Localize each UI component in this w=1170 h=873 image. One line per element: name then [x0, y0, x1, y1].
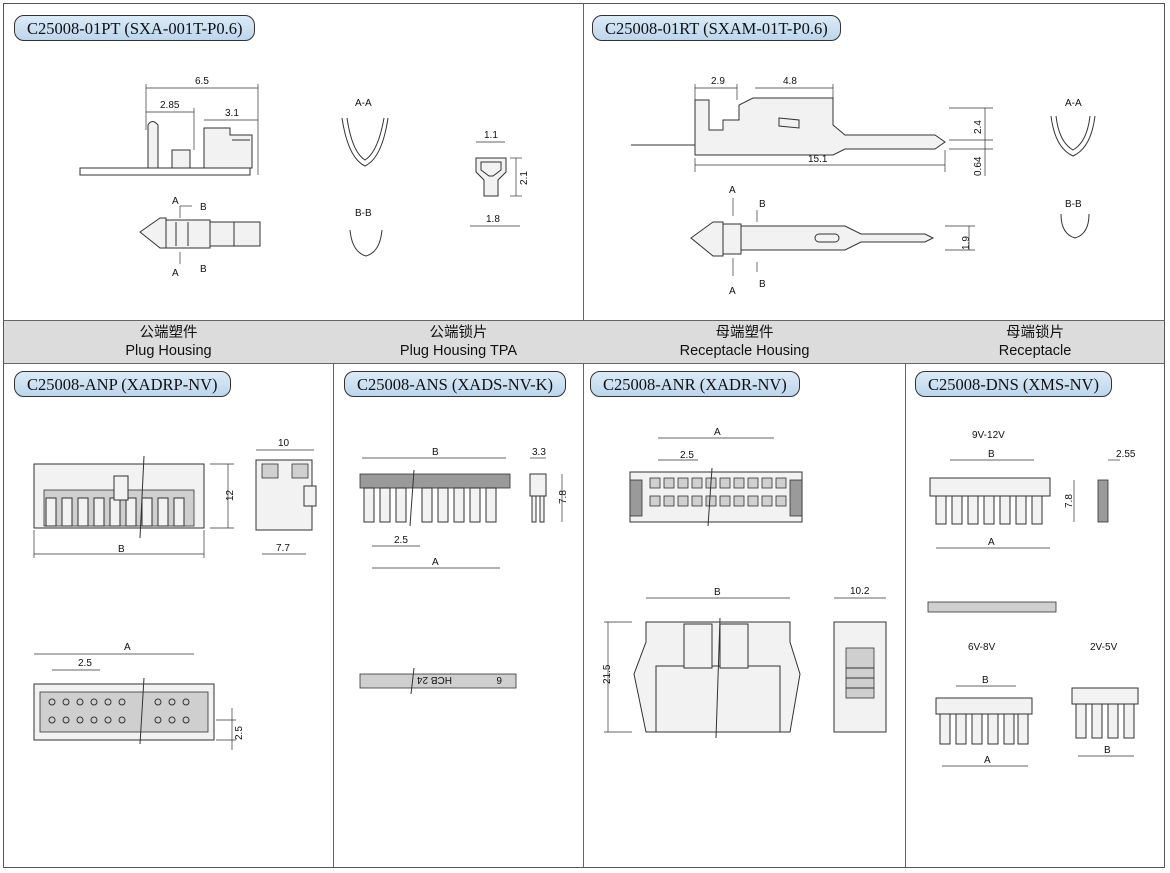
dim-2-4: 2.4 — [973, 120, 984, 134]
header-en: Plug Housing — [125, 343, 212, 359]
dim-3-3: 3.3 — [532, 447, 546, 458]
dim-2-5-vertical: 2.5 — [234, 726, 245, 740]
title-plug-tpa: C25008-ANS (XADS-NV-K) — [344, 371, 567, 397]
section-b-top: B — [759, 199, 766, 210]
section-a-bottom: A — [172, 268, 179, 279]
dim-1-1: 1.1 — [484, 130, 498, 141]
dim-a-6v8v: A — [984, 755, 991, 766]
dim-10: 10 — [278, 438, 290, 449]
header-receptacle-housing: 母端塑件 Receptacle Housing — [584, 320, 905, 364]
header-cn: 公端塑件 — [139, 325, 198, 341]
section-b-top: B — [200, 202, 207, 213]
dim-a: A — [988, 537, 995, 548]
drawing-frame — [3, 3, 1165, 868]
tpa-legs — [363, 487, 497, 523]
voltage-6v-8v: 6V-8V — [968, 642, 996, 653]
voltage-2v-5v: 2V-5V — [1090, 642, 1118, 653]
receptacle-terminal-drawing: 2.9 4.8 15.1 2.4 0.64 1.9 A B A B A-A B-… — [631, 76, 1096, 297]
dim-b: B — [118, 544, 125, 555]
receptacle-contacts-6-8 — [935, 697, 1033, 745]
section-aa-label: A-A — [355, 98, 372, 109]
plug-housing-pins — [45, 497, 185, 527]
dim-12: 12 — [225, 489, 236, 501]
dim-2-5: 2.5 — [394, 535, 408, 546]
dim-1-8: 1.8 — [486, 214, 500, 225]
section-a-top: A — [172, 196, 179, 207]
dim-21-5: 21.5 — [602, 664, 613, 684]
section-a-bottom: A — [729, 286, 736, 297]
dim-0-64: 0.64 — [973, 156, 984, 176]
section-a-top: A — [729, 185, 736, 196]
title-receptacle-terminal: C25008-01RT (SXAM-01T-P0.6) — [592, 15, 841, 41]
receptacle-contacts-2-5 — [1071, 687, 1139, 739]
divider-main — [583, 4, 584, 867]
section-b-bottom: B — [200, 264, 207, 275]
dim-6-5: 6.5 — [195, 76, 209, 87]
dim-2-85: 2.85 — [160, 100, 180, 111]
header-en: Receptacle Housing — [679, 343, 810, 359]
dim-2-5: 2.5 — [78, 658, 92, 669]
plug-housing-drawing: 12 B 10 7.7 A 2.5 2.5 — [33, 438, 317, 750]
section-b-bottom: B — [759, 279, 766, 290]
section-bb-label: B-B — [355, 208, 372, 219]
receptacle-cavities — [649, 477, 787, 507]
receptacle-housing-drawing: A 2.5 B 21.5 10.2 — [602, 427, 887, 739]
category-header-band — [4, 320, 1164, 364]
tpa-mark-hcb: HCB 24 — [417, 674, 452, 685]
dim-3-1: 3.1 — [225, 108, 239, 119]
dim-a: A — [714, 427, 721, 438]
dim-b-2v5v: B — [1104, 745, 1111, 756]
header-cn: 母端塑件 — [715, 325, 774, 341]
divider-col3 — [905, 320, 906, 867]
dim-b-6v8v: B — [982, 675, 989, 686]
title-receptacle: C25008-DNS (XMS-NV) — [915, 371, 1112, 397]
dim-7-8: 7.8 — [1064, 494, 1075, 508]
title-plug-terminal: C25008-01PT (SXA-001T-P0.6) — [14, 15, 256, 41]
dim-7-7: 7.7 — [276, 543, 290, 554]
title-receptacle-housing: C25008-ANR (XADR-NV) — [590, 371, 800, 397]
header-en: Plug Housing TPA — [399, 343, 518, 359]
dim-b: B — [714, 587, 721, 598]
plug-housing-contacts — [48, 698, 190, 724]
title-plug-housing: C25008-ANP (XADRP-NV) — [14, 371, 231, 397]
dim-1-9: 1.9 — [961, 236, 972, 250]
header-cn: 母端锁片 — [1006, 325, 1064, 341]
dim-b: B — [988, 449, 995, 460]
receptacle-drawing: 9V-12V B A 2.55 7.8 6V-8V B A 2V-5V B — [927, 430, 1139, 767]
header-en: Receptacle — [998, 343, 1072, 359]
receptacle-contacts-9-12 — [929, 477, 1051, 525]
dim-10-2: 10.2 — [850, 586, 870, 597]
voltage-9v-12v: 9V-12V — [972, 430, 1005, 441]
header-receptacle: 母端锁片 Receptacle — [906, 320, 1164, 364]
section-aa-label: A-A — [1065, 98, 1082, 109]
dim-7-8: 7.8 — [558, 490, 569, 504]
dim-2-9: 2.9 — [711, 76, 725, 87]
dim-2-5: 2.5 — [680, 450, 694, 461]
header-plug-tpa: 公端锁片 Plug Housing TPA — [334, 320, 583, 364]
dim-4-8: 4.8 — [783, 76, 797, 87]
header-cn: 公端锁片 — [429, 325, 488, 341]
dim-b: B — [432, 447, 439, 458]
plug-tpa-drawing: B 2.5 A 3.3 7.8 HCB 24 6 — [359, 447, 569, 695]
dim-15-1: 15.1 — [808, 154, 828, 165]
dim-a: A — [124, 642, 131, 653]
plug-terminal-drawing: 6.5 2.85 3.1 A B A B A-A B-B 1.1 2.1 1.8 — [79, 76, 530, 279]
tpa-mark-6: 6 — [496, 674, 502, 685]
dim-2-1: 2.1 — [519, 171, 530, 185]
dim-2-55: 2.55 — [1116, 449, 1136, 460]
dim-a: A — [432, 557, 439, 568]
section-bb-label: B-B — [1065, 199, 1082, 210]
header-plug-housing: 公端塑件 Plug Housing — [4, 320, 333, 364]
divider-col1 — [333, 320, 334, 867]
